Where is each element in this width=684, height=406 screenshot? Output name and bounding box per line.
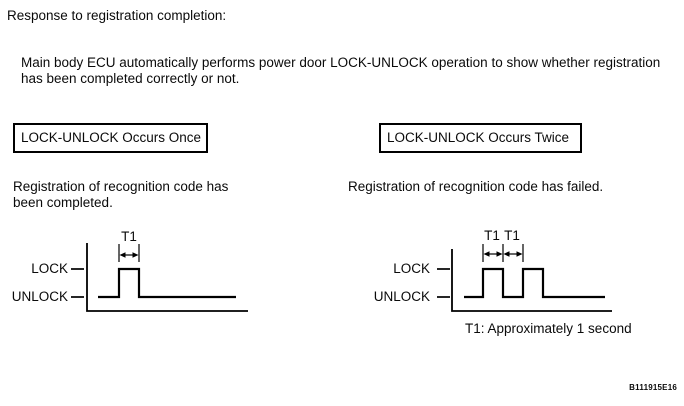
description-line-1: Main body ECU automatically performs pow…: [21, 55, 661, 70]
right-axis: [451, 249, 612, 312]
description-line-2: has been completed correctly or not.: [21, 71, 240, 86]
right-waveform-trace: [464, 267, 605, 299]
right-caption: Registration of recognition code has fai…: [348, 179, 603, 195]
right-t1-label-2: T1: [504, 228, 520, 243]
arrow-head-right-icon: [516, 251, 523, 257]
figure-code: B111915E16: [629, 383, 677, 392]
lock-unlock-twice-box: LOCK-UNLOCK Occurs Twice: [379, 123, 582, 153]
page-title: Response to registration completion:: [7, 8, 227, 23]
arrow-head-right-icon: [132, 252, 139, 258]
lock-unlock-once-box: LOCK-UNLOCK Occurs Once: [13, 123, 208, 153]
right-unlock-label: UNLOCK: [373, 289, 430, 304]
right-t1-label-1: T1: [484, 228, 500, 243]
arrow-head-left-icon: [483, 251, 490, 257]
right-waveform-diagram: [437, 244, 612, 312]
description: Main body ECU automatically performs pow…: [21, 55, 660, 87]
left-t1-label: T1: [121, 229, 137, 244]
lock-unlock-once-label: LOCK-UNLOCK Occurs Once: [21, 130, 202, 145]
lock-unlock-twice-label: LOCK-UNLOCK Occurs Twice: [387, 130, 570, 145]
right-lock-label: LOCK: [393, 261, 430, 276]
arrow-head-left-icon: [503, 251, 510, 257]
arrow-head-right-icon: [496, 251, 503, 257]
right-caption-line-1: Registration of recognition code has fai…: [348, 179, 604, 194]
arrow-head-left-icon: [119, 252, 126, 258]
left-waveform-diagram: [71, 243, 248, 312]
left-caption-line-2: been completed.: [13, 195, 113, 210]
left-lock-label: LOCK: [31, 261, 68, 276]
left-waveform-trace: [98, 267, 236, 299]
left-caption-line-1: Registration of recognition code has: [13, 179, 229, 194]
left-axis: [86, 243, 248, 312]
t1-note: T1: Approximately 1 second: [465, 321, 632, 336]
left-unlock-label: UNLOCK: [11, 289, 68, 304]
left-caption: Registration of recognition code has bee…: [13, 179, 228, 211]
